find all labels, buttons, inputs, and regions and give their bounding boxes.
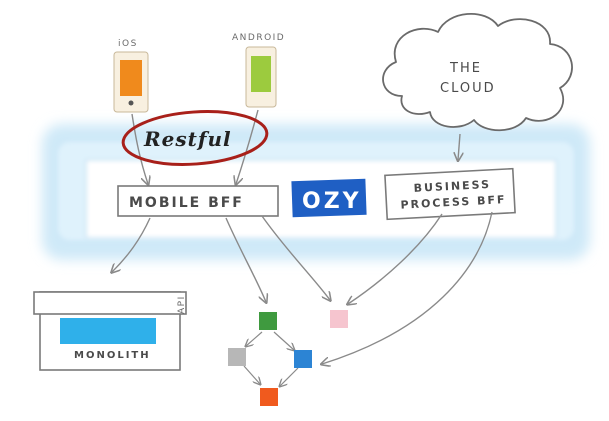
arrows-bottom	[112, 211, 493, 364]
cloud-line2: CLOUD	[440, 81, 496, 96]
service-orange	[260, 388, 278, 406]
monolith-label: MONOLITH	[74, 350, 151, 361]
restful-callout: Restful	[121, 110, 269, 166]
microservices	[228, 310, 348, 406]
business-bff-line1: BUSINESS	[413, 178, 491, 195]
service-gray	[228, 348, 246, 366]
arrows-top	[131, 109, 460, 184]
service-blue	[294, 350, 312, 368]
android-label: ANDROID	[232, 33, 285, 43]
mobile-bff-label: MOBILE BFF	[129, 195, 244, 211]
business-bff-line2: PROCESS BFF	[400, 193, 507, 212]
ozy-badge: OZY	[291, 178, 367, 218]
android-device: ANDROID	[232, 33, 285, 108]
service-green	[259, 312, 277, 330]
ios-screen	[120, 60, 142, 96]
ozy-label: OZY	[302, 189, 362, 214]
mobile-bff: MOBILE BFF	[117, 185, 279, 217]
restful-circle	[121, 110, 269, 166]
monolith-api-label: API	[177, 295, 187, 314]
business-process-bff: BUSINESS PROCESS BFF	[384, 167, 516, 221]
ios-label: iOS	[118, 39, 138, 49]
monolith-api-bar	[33, 291, 187, 315]
restful-label: Restful	[143, 127, 232, 151]
business-bff-box	[384, 167, 516, 221]
cloud-line1: THE	[449, 61, 482, 76]
cloud: THE CLOUD	[382, 13, 573, 132]
android-screen	[251, 56, 271, 92]
ios-home-button	[128, 100, 134, 106]
ozy-background	[291, 178, 367, 218]
monolith-fill	[60, 318, 156, 344]
cloud-outline	[382, 13, 573, 132]
monolith: API MONOLITH	[33, 291, 187, 371]
mobile-bff-box	[117, 185, 279, 217]
ios-device: iOS	[113, 39, 149, 113]
service-pink	[330, 310, 348, 328]
